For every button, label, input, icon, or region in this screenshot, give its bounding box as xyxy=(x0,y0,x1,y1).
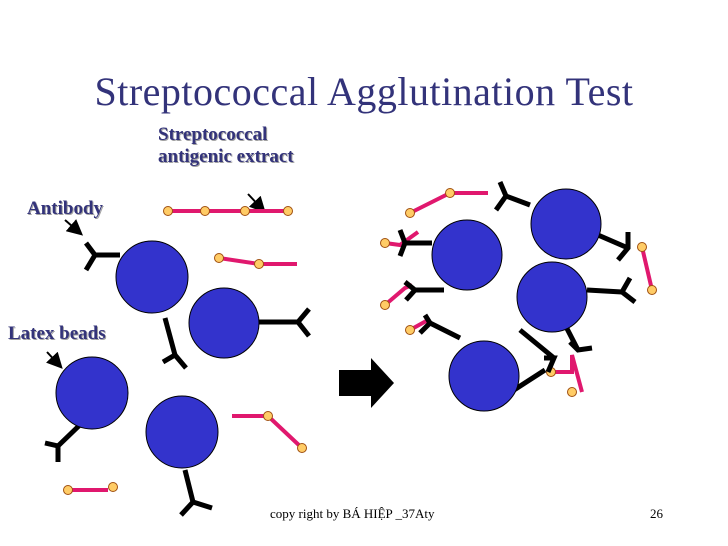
antigen-chain xyxy=(405,188,488,218)
antibody xyxy=(518,328,558,373)
antigen-chain xyxy=(163,206,293,216)
antibody xyxy=(397,229,432,257)
antibody xyxy=(83,241,120,272)
antigen-chain xyxy=(232,411,307,453)
latex-bead xyxy=(145,395,219,469)
latex-beads-label: Latex beads xyxy=(8,323,106,344)
antibody-label: Antibody xyxy=(27,198,104,219)
antibody xyxy=(255,307,311,338)
antigenic-extract-label-line2: antigenic extract xyxy=(158,146,294,167)
antibody xyxy=(512,367,547,393)
slide-title: Streptococcal Agglutination Test xyxy=(94,69,634,114)
antibody xyxy=(418,313,462,341)
latex-bead xyxy=(188,287,260,359)
left-panel xyxy=(44,193,311,517)
latex-bead xyxy=(516,261,588,333)
antigen-chain xyxy=(637,242,657,295)
antigenic-extract-label: Streptococcal antigenic extract xyxy=(158,124,294,168)
antigenic-extract-label-line1: Streptococcal xyxy=(158,124,268,145)
latex-bead xyxy=(431,219,503,291)
latex-bead xyxy=(115,240,189,314)
latex-bead xyxy=(448,340,520,412)
extract-label-arrow xyxy=(247,193,266,213)
antibody-label-arrow xyxy=(64,219,84,236)
antigen-chain xyxy=(405,318,429,335)
footer-copyright: copy right by BÁ HIỆP _37Aty xyxy=(270,506,435,521)
latex-label-arrow xyxy=(45,351,63,369)
right-panel xyxy=(380,181,657,412)
reaction-arrow-icon xyxy=(339,358,394,408)
antigen-chain xyxy=(214,253,297,269)
antigen-chain xyxy=(63,482,118,495)
latex-bead xyxy=(55,356,129,430)
antibody xyxy=(597,232,631,262)
antibody xyxy=(179,469,213,517)
antibody xyxy=(161,317,188,370)
antibody xyxy=(493,181,531,212)
antibody xyxy=(586,276,637,304)
page-number: 26 xyxy=(650,506,663,521)
latex-bead xyxy=(530,188,602,260)
antigen-chain xyxy=(546,354,584,397)
antibody xyxy=(403,280,444,302)
antigen-chain xyxy=(380,230,420,248)
